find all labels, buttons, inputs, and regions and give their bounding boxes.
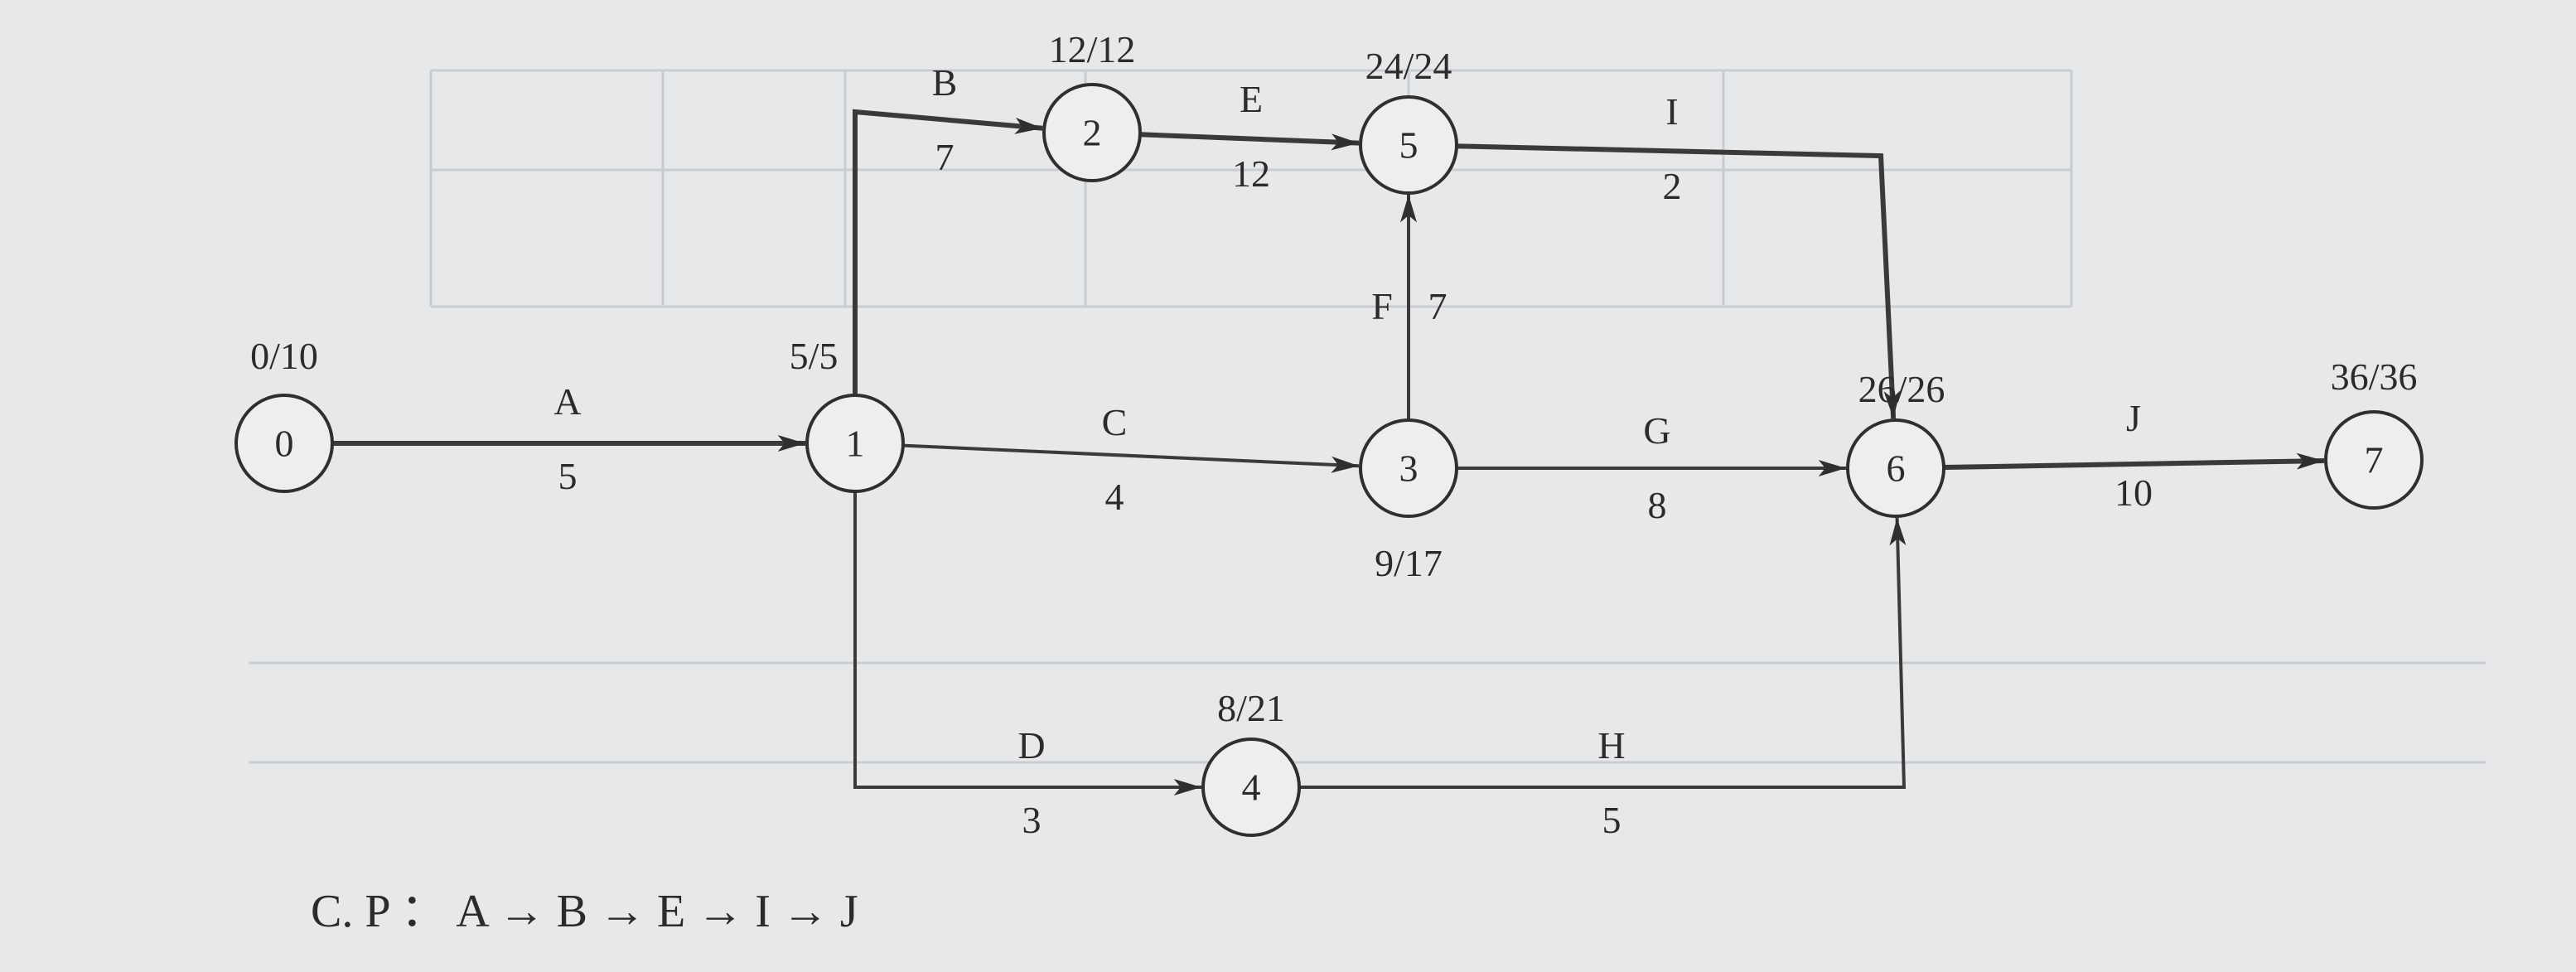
event-times-7: 36/36: [2331, 355, 2418, 398]
event-times-4: 8/21: [1217, 687, 1285, 729]
activity-duration-c: 4: [1105, 476, 1124, 518]
activity-name-c: C: [1102, 401, 1128, 443]
activity-duration-a: 5: [558, 455, 578, 497]
event-times-3: 9/17: [1375, 542, 1443, 584]
event-node-label-6: 6: [1887, 447, 1906, 490]
event-times-5: 24/24: [1365, 45, 1452, 87]
activity-duration-g: 8: [1648, 484, 1667, 526]
activity-arrow-j: [1943, 452, 2325, 470]
activity-duration-d: 3: [1022, 799, 1042, 841]
activity-arrow-c: [902, 443, 1360, 473]
event-time-labels: 0/10 5/5 12/12 9/17 8/21 24/24 26/26 36/36: [250, 28, 2417, 729]
event-node-label-3: 3: [1399, 447, 1418, 490]
activity-duration-f: 7: [1428, 285, 1447, 327]
activity-arrow-e: [1139, 132, 1360, 151]
activity-name-d: D: [1017, 724, 1045, 766]
activity-name-i: I: [1665, 90, 1678, 133]
background-grid: [249, 69, 2486, 764]
event-node-3: [1359, 418, 1458, 518]
event-node-7: [2324, 410, 2424, 510]
activity-name-f: F: [1371, 285, 1393, 327]
activity-name-b: B: [932, 61, 958, 104]
event-times-1: 5/5: [790, 335, 839, 377]
activity-arrow-h: [1299, 517, 1907, 789]
event-times-6: 26/26: [1858, 368, 1945, 410]
activity-arrow-d: [853, 491, 1201, 795]
event-node-label-5: 5: [1399, 124, 1418, 167]
event-node-2: [1042, 83, 1142, 182]
activity-arrow-b: [853, 109, 1043, 395]
event-node-label-0: 0: [275, 423, 294, 465]
event-times-0: 0/10: [250, 335, 318, 377]
event-node-6: [1846, 418, 1945, 518]
activity-edges: [332, 109, 2325, 795]
event-node-4: [1201, 737, 1301, 837]
event-node-label-4: 4: [1242, 766, 1261, 809]
event-node-label-1: 1: [846, 423, 865, 465]
activity-duration-i: 2: [1663, 165, 1682, 207]
activity-duration-j: 10: [2114, 471, 2153, 514]
activity-name-e: E: [1240, 78, 1263, 120]
event-node-label-7: 7: [2365, 439, 2384, 481]
critical-path-text: C. P ： A → B → E → I → J: [311, 886, 858, 937]
activity-duration-e: 12: [1232, 152, 1270, 195]
activity-arrow-i: [1456, 143, 1901, 419]
event-times-2: 12/12: [1049, 28, 1136, 70]
activity-name-j: J: [2126, 397, 2141, 439]
activity-name-g: G: [1643, 409, 1670, 452]
activity-duration-h: 5: [1602, 799, 1621, 841]
event-node-0: [234, 394, 334, 493]
event-node-1: [805, 394, 905, 493]
event-node-5: [1359, 95, 1458, 195]
activity-name-a: A: [553, 380, 581, 423]
event-node-label-2: 2: [1083, 112, 1102, 154]
activity-name-h: H: [1597, 724, 1625, 766]
activity-duration-b: 7: [935, 136, 955, 178]
